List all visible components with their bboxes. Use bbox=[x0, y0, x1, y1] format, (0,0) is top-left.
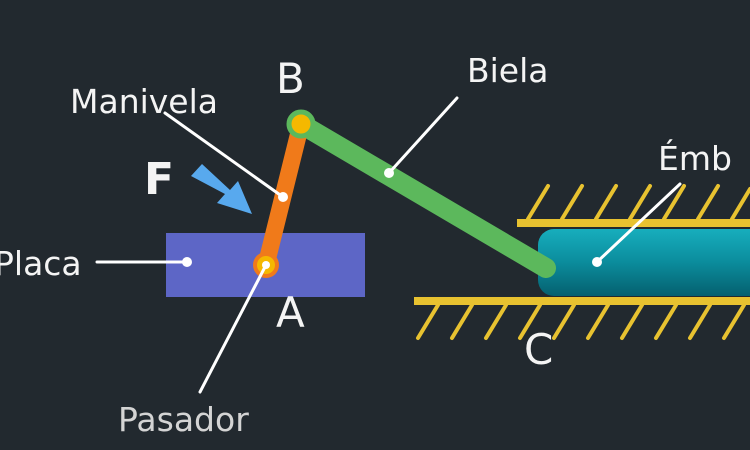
manivela-leader-dot bbox=[278, 192, 288, 202]
label-c: C bbox=[524, 325, 553, 374]
label-a: A bbox=[276, 288, 305, 337]
joint-b bbox=[286, 109, 316, 139]
force-arrow bbox=[191, 164, 252, 214]
lower-guide-rail bbox=[414, 297, 750, 305]
label-placa: Placa bbox=[0, 244, 82, 283]
biela-leader-dot bbox=[384, 168, 394, 178]
upper-guide-rail bbox=[517, 219, 750, 227]
biela-leader-line bbox=[387, 96, 459, 175]
pasador-leader-line bbox=[198, 263, 268, 394]
label-biela: Biela bbox=[467, 51, 549, 90]
lower-guide-hatching bbox=[416, 303, 746, 340]
embolo-leader-line bbox=[595, 182, 682, 264]
label-embolo: Émb bbox=[658, 138, 732, 178]
label-manivela: Manivela bbox=[70, 82, 218, 121]
placa-leader-dot bbox=[182, 257, 192, 267]
connecting-rod bbox=[291, 114, 556, 278]
label-pasador: Pasador bbox=[118, 400, 249, 439]
upper-guide-hatching bbox=[526, 184, 750, 221]
label-force: F bbox=[144, 154, 174, 205]
piston bbox=[538, 229, 750, 296]
embolo-leader-dot bbox=[592, 257, 602, 267]
label-b: B bbox=[276, 54, 305, 103]
manivela-leader-line bbox=[163, 111, 285, 199]
